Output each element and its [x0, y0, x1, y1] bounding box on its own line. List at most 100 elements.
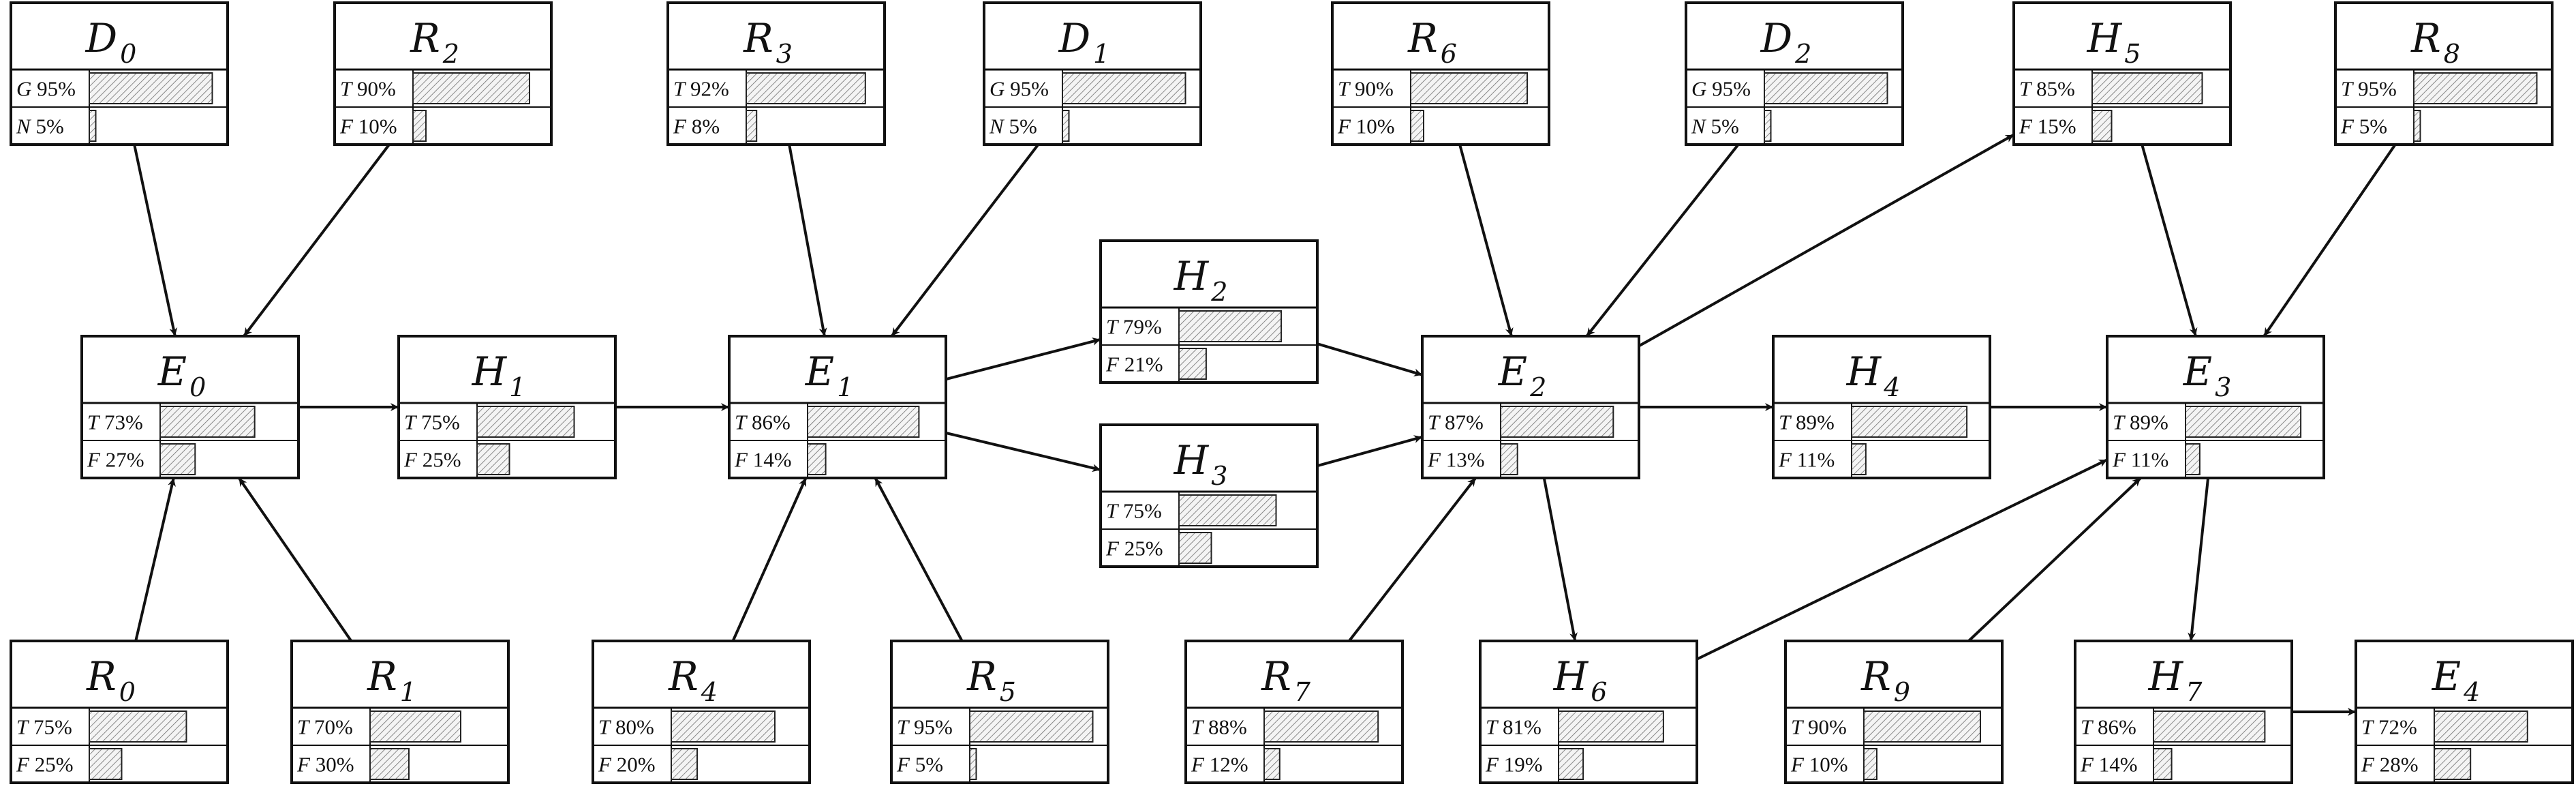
node-letter: R: [668, 653, 699, 700]
state-name: F: [2080, 753, 2094, 777]
row-label-t: T 73%: [87, 410, 143, 434]
state-name: T: [1428, 410, 1441, 434]
state-name: T: [735, 410, 748, 434]
node-letter: H: [2148, 653, 2184, 700]
row-label-t: T 86%: [2081, 715, 2136, 739]
row-label-f: F 10%: [339, 115, 397, 138]
state-spacer: [1499, 753, 1504, 777]
probability-bar-t: [746, 72, 866, 104]
state-percent: 95%: [1010, 77, 1049, 101]
probability-bar-t: [807, 406, 920, 438]
state-percent: 75%: [421, 410, 460, 434]
node-subscript: 0: [120, 39, 136, 69]
state-spacer: [2126, 448, 2131, 472]
state-percent: 90%: [1808, 715, 1847, 739]
state-spacer: [2124, 410, 2130, 434]
state-spacer: [610, 715, 615, 739]
state-name: T: [1106, 315, 1120, 339]
state-percent: 79%: [1123, 315, 1162, 339]
state-percent: 70%: [314, 715, 353, 739]
state-spacer: [611, 753, 617, 777]
state-name: T: [1338, 77, 1351, 101]
state-percent: 95%: [37, 77, 76, 101]
state-percent: 28%: [2380, 753, 2419, 777]
node-subscript: 0: [119, 677, 136, 707]
state-spacer: [1004, 115, 1009, 138]
state-name: F: [598, 753, 612, 777]
state-percent: 15%: [2038, 115, 2076, 138]
node-subscript: 4: [1883, 372, 1900, 402]
node-subscript: 6: [1591, 677, 1607, 707]
probability-bar-f: [1263, 748, 1281, 780]
node-subscript: 7: [1294, 677, 1311, 707]
probability-bar-t: [2185, 406, 2302, 438]
node-subscript: 9: [1894, 677, 1910, 707]
state-spacer: [2092, 715, 2098, 739]
edge-h6-to-e3: [1696, 458, 2108, 661]
state-percent: 89%: [1796, 410, 1835, 434]
state-name: T: [87, 410, 101, 434]
row-label-f: F 10%: [1790, 753, 1848, 777]
state-percent: 20%: [617, 753, 656, 777]
state-spacer: [29, 753, 35, 777]
state-spacer: [1706, 115, 1711, 138]
probability-bar-t: [2434, 710, 2528, 743]
state-spacer: [2373, 715, 2378, 739]
row-label-t: T 81%: [1486, 715, 1542, 739]
state-spacer: [1204, 753, 1210, 777]
state-percent: 19%: [1504, 753, 1543, 777]
node-letter: R: [743, 15, 773, 61]
node-letter: R: [367, 653, 397, 700]
row-label-t: T 86%: [735, 410, 791, 434]
probability-bar-f: [2185, 443, 2201, 475]
row-label-t: T 70%: [297, 715, 353, 739]
state-percent: 12%: [1210, 753, 1248, 777]
state-spacer: [910, 753, 915, 777]
row-label-t: T 92%: [673, 77, 729, 101]
probability-bar-f: [1178, 532, 1212, 564]
node-subscript: 3: [776, 39, 793, 69]
state-name: T: [598, 715, 612, 739]
state-spacer: [1441, 448, 1446, 472]
row-label-f: F 11%: [1778, 448, 1835, 472]
state-spacer: [685, 77, 690, 101]
state-name: N: [1691, 115, 1707, 138]
state-name: T: [1191, 715, 1205, 739]
state-name: T: [297, 715, 311, 739]
state-spacer: [1118, 315, 1123, 339]
probability-bar-f: [89, 748, 123, 780]
node-letter: D: [1058, 15, 1091, 61]
state-spacer: [1497, 715, 1503, 739]
node-subscript: 1: [1093, 39, 1109, 69]
probability-bar-n: [89, 110, 97, 142]
